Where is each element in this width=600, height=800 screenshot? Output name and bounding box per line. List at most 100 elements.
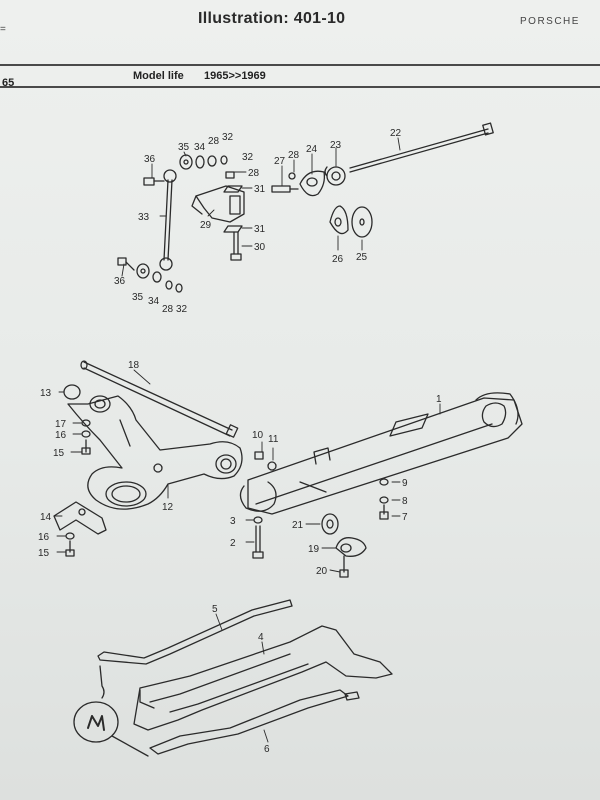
- label-15-lower: 15: [38, 548, 50, 559]
- part-15-bolt: [81, 439, 91, 455]
- part-4-frame: [133, 625, 393, 731]
- part-12-trailing-arm: [67, 395, 243, 510]
- label-35-bottom: 35: [132, 292, 144, 303]
- part-29-bracket: [191, 185, 245, 223]
- label-29: 29: [200, 220, 212, 231]
- part-28-washer-lower: [165, 280, 173, 290]
- part-32-nut-top: [220, 155, 228, 165]
- part-36-bolt-upper: [143, 177, 165, 186]
- label-21: 21: [292, 520, 304, 531]
- label-36-bottom: 36: [114, 276, 126, 287]
- label-22: 22: [390, 128, 402, 139]
- label-31-lower: 31: [254, 224, 266, 235]
- label-14: 14: [40, 512, 52, 523]
- label-18: 18: [128, 360, 140, 371]
- part-36-bolt-lower: [117, 257, 135, 271]
- brand-logo: PORSCHE: [520, 16, 580, 27]
- label-6: 6: [264, 744, 270, 755]
- label-10: 10: [252, 430, 264, 441]
- part-19-clamp: [335, 537, 367, 557]
- label-35-top: 35: [178, 142, 190, 153]
- label-30: 30: [254, 242, 266, 253]
- part-7-bolt: [379, 504, 389, 520]
- label-13: 13: [40, 388, 52, 399]
- label-24: 24: [306, 144, 318, 155]
- part-31-washer-lower: [223, 225, 243, 233]
- part-8-washer: [379, 496, 389, 504]
- part-34-bushing-lower: [152, 271, 162, 283]
- label-26: 26: [332, 254, 344, 265]
- label-12: 12: [162, 502, 174, 513]
- callout-leader-5: [99, 665, 105, 699]
- model-life-label: Model life: [133, 70, 184, 82]
- label-9: 9: [402, 478, 408, 489]
- part-30-bolt: [230, 231, 242, 261]
- label-2: 2: [230, 538, 236, 549]
- label-27: 27: [274, 156, 286, 167]
- detail-circle-view: [73, 701, 119, 743]
- part-14-bracket: [53, 501, 107, 535]
- label-28-upper: 28: [288, 150, 300, 161]
- part-28-washer-top: [207, 155, 217, 167]
- label-11: 11: [268, 434, 279, 445]
- part-3-washer: [253, 516, 263, 524]
- label-1: 1: [436, 394, 442, 405]
- part-22-rod: [349, 122, 494, 173]
- part-11-washer: [267, 461, 277, 471]
- label-25: 25: [356, 252, 368, 263]
- label-34-top: 34: [194, 142, 206, 153]
- part-13-seal-ring: [63, 384, 81, 400]
- label-19: 19: [308, 544, 320, 555]
- part-28-washer-upper: [288, 172, 296, 180]
- part-17-nut: [81, 419, 91, 427]
- header-divider-top: [0, 64, 600, 66]
- label-32-mid: 32: [242, 152, 254, 163]
- part-15-bolt-lower: [65, 540, 75, 557]
- label-33: 33: [138, 212, 150, 223]
- label-28-top: 28: [208, 136, 220, 147]
- part-5-bar: [97, 599, 293, 665]
- label-16-lower: 16: [38, 532, 50, 543]
- part-31-washer-upper: [223, 185, 243, 193]
- part-28-nut-upper: [225, 171, 235, 179]
- part-34-bushing-upper: [195, 155, 205, 169]
- label-23: 23: [330, 140, 342, 151]
- label-20: 20: [316, 566, 328, 577]
- label-5: 5: [212, 604, 218, 615]
- part-35-bushing-lower: [136, 263, 150, 279]
- label-36-top: 36: [144, 154, 156, 165]
- part-1-cross-tube: [239, 392, 523, 515]
- part-32-nut-lower: [175, 283, 183, 293]
- part-16-washer: [81, 430, 91, 438]
- illustration-title: Illustration: 401-10: [198, 10, 346, 27]
- part-6-bar: [149, 689, 360, 755]
- label-15: 15: [53, 448, 65, 459]
- part-9-nut: [379, 478, 389, 486]
- part-16-washer-lower: [65, 532, 75, 540]
- menu-icon[interactable]: =: [0, 24, 6, 35]
- part-10-bolt: [254, 451, 264, 460]
- part-18-torsion-bar: [80, 360, 239, 438]
- label-17: 17: [55, 419, 67, 430]
- label-28-mid: 28: [248, 168, 260, 179]
- label-31-upper: 31: [254, 184, 266, 195]
- part-2-bolt: [252, 525, 264, 559]
- part-25-disc: [351, 206, 373, 238]
- label-34-bottom: 34: [148, 296, 160, 307]
- part-24-mount: [299, 170, 326, 197]
- label-7: 7: [402, 512, 408, 523]
- label-16: 16: [55, 430, 67, 441]
- leader-lines: [54, 137, 441, 743]
- part-35-bushing-upper: [179, 154, 193, 170]
- part-27-bolt: [271, 185, 299, 193]
- header-divider-bottom: [0, 86, 600, 88]
- part-26-cup: [329, 205, 349, 235]
- part-20-bolt: [339, 555, 349, 578]
- label-8: 8: [402, 496, 408, 507]
- part-21-bushing: [321, 513, 339, 535]
- label-32-top: 32: [222, 132, 234, 143]
- label-4: 4: [258, 632, 264, 643]
- part-23-bushing: [324, 166, 346, 186]
